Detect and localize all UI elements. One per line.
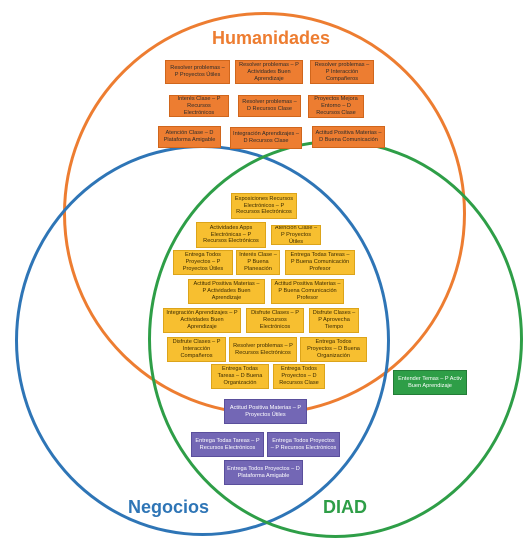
humanidades-title: Humanidades xyxy=(212,28,331,48)
intersection-box: Entrega Todas Tareas – P Buena Comunicac… xyxy=(285,250,355,275)
humanidades-box: Proyectos Mejora Entorno – D Recursos Cl… xyxy=(308,95,364,118)
intersection-box: Atención Clase – P Proyectos Útiles xyxy=(271,225,321,245)
intersection-box: Disfrute Clases – P Interacción Compañer… xyxy=(167,337,226,362)
negocios-diad-box: Entrega Todos Proyectos – D Plataforma A… xyxy=(224,460,303,485)
negocios-diad-box: Actitud Positiva Materias – P Proyectos … xyxy=(224,399,307,424)
negocios-diad-box: Entrega Todas Tareas – P Recursos Electr… xyxy=(191,432,264,457)
negocios-title: Negocios xyxy=(128,497,210,517)
intersection-box: Disfrute Clases – P Aprovecha Tiempo xyxy=(309,308,359,333)
intersection-box: Entrega Todos Proyectos – D Buena Organi… xyxy=(300,337,367,362)
intersection-box: Disfrute Clases – P Recursos Electrónico… xyxy=(246,308,304,333)
diad-box: Entender Temas – P Activ Buen Aprendizaj… xyxy=(393,370,467,395)
intersection-box: Actitud Positiva Materias – P Buena Comu… xyxy=(271,279,344,304)
humanidades-box: Interés Clase – P Recursos Electrónicos xyxy=(169,95,229,117)
humanidades-box: Actitud Positiva Materias – D Buena Comu… xyxy=(312,126,385,148)
intersection-box: Integración Aprendizajes – P Actividades… xyxy=(163,308,241,333)
intersection-box: Entrega Todos Proyectos – D Recursos Cla… xyxy=(273,364,325,389)
intersection-box: Resolver problemas – P Recursos Electrón… xyxy=(229,337,297,362)
intersection-box: Actitud Positiva Materias – P Actividade… xyxy=(188,279,265,304)
intersection-box: Interés Clase – P Buena Planeación xyxy=(236,250,280,275)
humanidades-box: Resolver problemas – D Recursos Clase xyxy=(238,95,301,117)
humanidades-box: Resolver problemas – P Interacción Compa… xyxy=(310,60,374,84)
negocios-diad-box: Entrega Todos Proyectos – P Recursos Ele… xyxy=(267,432,340,457)
humanidades-box: Resolver problemas – P Proyectos Útiles xyxy=(165,60,230,84)
intersection-box: Actividades Apps Electrónicas – P Recurs… xyxy=(196,222,266,248)
humanidades-box: Resolver problemas – P Actividades Buen … xyxy=(235,60,303,84)
diad-title: DIAD xyxy=(323,497,367,517)
humanidades-box: Atención Clase – D Plataforma Amigable xyxy=(158,126,221,148)
humanidades-box: Integración Aprendizajes – D Recursos Cl… xyxy=(230,127,302,149)
intersection-box: Exposiciones Recursos Electrónicos – P R… xyxy=(231,193,297,219)
intersection-box: Entrega Todos Proyectos – P Proyectos Út… xyxy=(173,250,233,275)
intersection-box: Entrega Todas Tareas – D Buena Organizac… xyxy=(211,364,269,389)
